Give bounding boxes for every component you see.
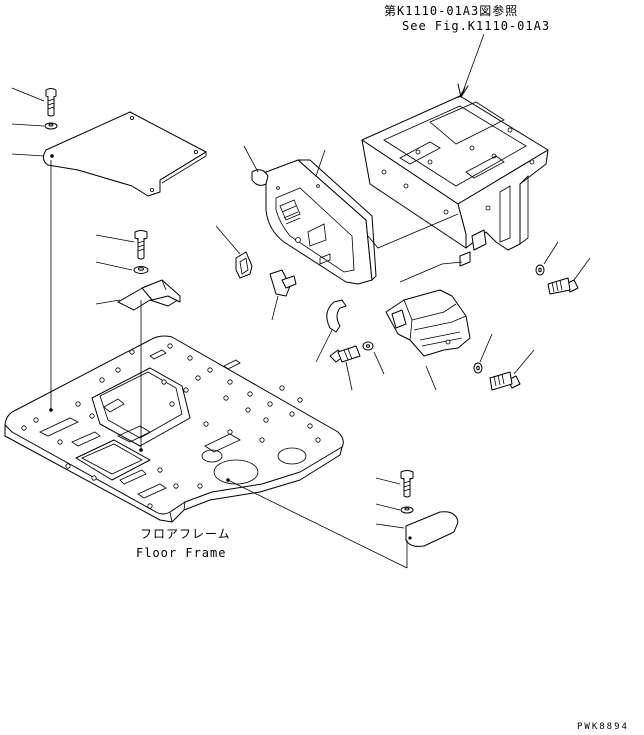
floor-frame-plate (4, 335, 344, 523)
bolt-top-left (45, 88, 57, 117)
knob-cap (251, 169, 269, 186)
washer-lower (400, 506, 414, 514)
washer-top-left (44, 122, 58, 130)
cab-connector-lines (367, 213, 463, 283)
reference-arrow (457, 33, 485, 98)
grommet (235, 251, 253, 279)
bolt-center (134, 230, 148, 260)
console-panel (265, 159, 377, 285)
washer-right-upper (535, 264, 545, 276)
floor-frame-label-english: Floor Frame (136, 546, 227, 560)
bracket-center (117, 279, 181, 311)
bolt-right-lower (489, 371, 521, 391)
leader-lines-left (11, 87, 53, 412)
reference-label-japanese: 第K1110-01A3図参照 (384, 4, 519, 18)
floor-frame-label-japanese: フロアフレーム (140, 527, 231, 541)
clip-screw (269, 269, 297, 297)
document-code: PWK8894 (577, 722, 629, 732)
leader-lines-lower (226, 477, 408, 569)
side-cover (385, 289, 471, 357)
washer-mid-right (362, 341, 374, 351)
lower-cover-plate (405, 511, 459, 547)
washer-right-lower (473, 362, 483, 374)
bolt-mid-right (329, 345, 361, 363)
bolt-right-upper (547, 277, 579, 295)
reference-label-english: See Fig.K1110-01A3 (402, 19, 551, 33)
bolt-lower (400, 470, 414, 498)
leader-lines-right (345, 241, 591, 391)
leader-lines-console (215, 145, 333, 363)
cab-frame (361, 95, 549, 267)
cover-plate-left (42, 111, 207, 197)
c-clamp (326, 299, 347, 333)
leader-lines-center (95, 234, 143, 452)
washer-center (133, 266, 149, 274)
